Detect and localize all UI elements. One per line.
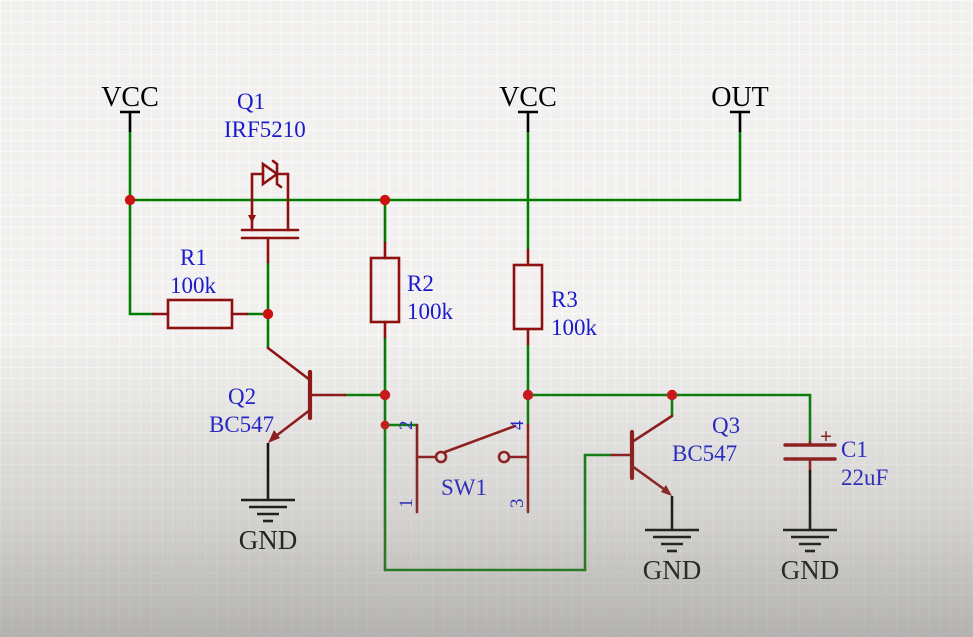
junction-dot bbox=[380, 420, 390, 430]
r3-ref-label: R3 bbox=[551, 287, 578, 312]
sw1-pin2-label: 2 bbox=[396, 421, 417, 431]
actuator-lever bbox=[443, 424, 517, 454]
sw1-pushbutton[interactable] bbox=[415, 423, 530, 514]
body-diode-icon bbox=[261, 161, 280, 187]
junction-dot bbox=[124, 194, 136, 206]
net-label-gnd2: GND bbox=[643, 555, 702, 585]
gnd-symbol-1[interactable] bbox=[241, 498, 295, 523]
vcc-flag-left[interactable] bbox=[120, 110, 140, 132]
vcc-flag-mid[interactable] bbox=[518, 110, 538, 132]
sw1-ref-label: SW1 bbox=[441, 475, 487, 500]
r1-value-label: 100k bbox=[170, 273, 217, 298]
q3-value-label: BC547 bbox=[672, 441, 737, 466]
c1-ref-label: C1 bbox=[841, 437, 868, 462]
r2-ref-label: R2 bbox=[407, 271, 434, 296]
junction-dot bbox=[262, 308, 274, 320]
net-label-gnd3: GND bbox=[781, 555, 840, 585]
q1-value-label: IRF5210 bbox=[224, 117, 306, 142]
net-label-out: OUT bbox=[711, 82, 769, 113]
junction-dots bbox=[124, 194, 678, 430]
sw1-pin4-label: 4 bbox=[507, 420, 528, 430]
wire-bottom-run-q3-base bbox=[383, 453, 614, 572]
contact-circle-left bbox=[434, 450, 448, 464]
r3-resistor[interactable] bbox=[512, 248, 544, 346]
emitter-arrow-icon bbox=[661, 485, 672, 496]
contact-circle-right bbox=[497, 450, 511, 464]
junction-dot bbox=[666, 389, 678, 401]
q2-ref-label: Q2 bbox=[228, 384, 256, 409]
c1-capacitor[interactable]: + bbox=[783, 424, 837, 472]
r1-ref-label: R1 bbox=[180, 245, 207, 270]
junction-dot bbox=[379, 194, 391, 206]
sw1-pin1-label: 1 bbox=[396, 499, 417, 509]
mosfet-arrow-icon bbox=[248, 215, 256, 223]
wires[interactable] bbox=[128, 130, 812, 572]
q3-transistor[interactable] bbox=[610, 414, 674, 496]
r3-value-label: 100k bbox=[551, 315, 598, 340]
net-label-vcc-mid: VCC bbox=[499, 82, 557, 113]
r1-resistor[interactable] bbox=[151, 298, 249, 330]
q1-ref-label: Q1 bbox=[237, 89, 265, 114]
out-flag[interactable] bbox=[730, 110, 750, 132]
gnd-symbol-2[interactable] bbox=[645, 528, 699, 553]
wire-r1-left bbox=[128, 198, 155, 316]
q2-value-label: BC547 bbox=[209, 412, 274, 437]
q2-transistor[interactable] bbox=[266, 346, 347, 443]
sw1-pin3-label: 3 bbox=[507, 499, 528, 509]
q3-ref-label: Q3 bbox=[712, 413, 740, 438]
c1-polarity-mark: + bbox=[820, 424, 832, 448]
c1-value-label: 22uF bbox=[841, 465, 888, 490]
emitter-arrow-icon bbox=[268, 430, 280, 443]
net-label-vcc-left: VCC bbox=[101, 82, 159, 113]
junction-dot bbox=[379, 389, 391, 401]
r2-resistor[interactable] bbox=[369, 241, 401, 339]
junction-dot bbox=[522, 389, 534, 401]
net-label-gnd1: GND bbox=[239, 525, 298, 555]
r2-value-label: 100k bbox=[407, 299, 454, 324]
q1-mosfet[interactable] bbox=[240, 159, 300, 264]
gnd-symbol-3[interactable] bbox=[783, 528, 837, 553]
